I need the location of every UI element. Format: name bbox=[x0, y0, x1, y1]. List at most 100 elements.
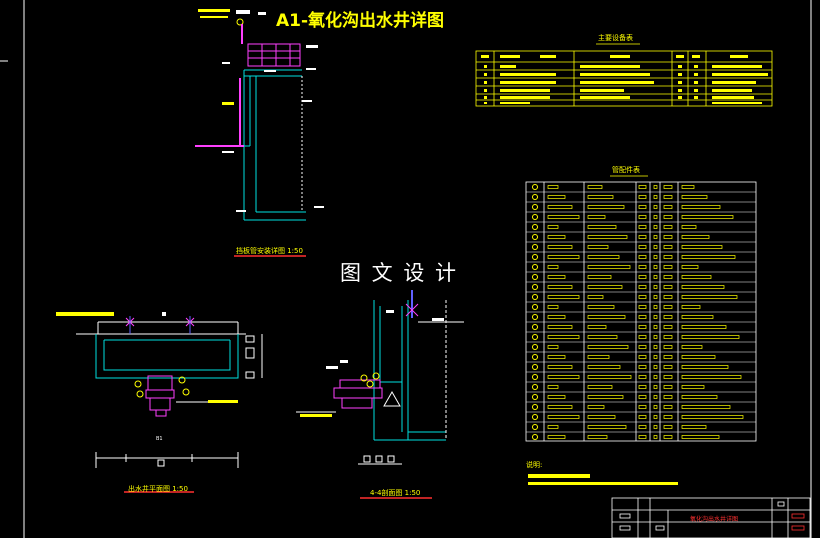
fittings-cell-text bbox=[587, 305, 615, 309]
fittings-cell-text bbox=[547, 235, 566, 239]
fittings-cell-text bbox=[663, 215, 673, 219]
fittings-row-index-mark bbox=[532, 404, 538, 410]
fittings-row-index-mark bbox=[532, 364, 538, 370]
fittings-cell-text bbox=[638, 265, 647, 269]
fittings-cell-text bbox=[681, 205, 721, 209]
fittings-cell-text bbox=[663, 265, 673, 269]
fittings-cell-text bbox=[547, 395, 566, 399]
fittings-cell-text bbox=[653, 435, 658, 439]
fittings-cell-text bbox=[547, 405, 573, 409]
fittings-cell-text bbox=[587, 345, 629, 349]
fittings-cell-text bbox=[663, 245, 673, 249]
fittings-cell-text bbox=[663, 275, 673, 279]
fittings-row-index-mark bbox=[532, 274, 538, 280]
fittings-cell-text bbox=[638, 355, 647, 359]
fittings-cell-text bbox=[681, 355, 716, 359]
fittings-cell-text bbox=[681, 325, 727, 329]
equipment-table-cells bbox=[481, 55, 768, 104]
fittings-row-index-mark bbox=[532, 214, 538, 220]
fittings-cell-text bbox=[653, 295, 658, 299]
equipment-table-title: 主要设备表 bbox=[598, 34, 633, 42]
fittings-cell-text bbox=[638, 405, 647, 409]
fittings-cell-text bbox=[653, 355, 658, 359]
fittings-row-index-mark bbox=[532, 264, 538, 270]
fittings-cell-text bbox=[587, 325, 607, 329]
fittings-cell-text bbox=[638, 215, 647, 219]
fittings-cell-text bbox=[547, 195, 566, 199]
fittings-cell-text bbox=[681, 435, 720, 439]
fittings-cell-text bbox=[653, 265, 658, 269]
fittings-cell-text bbox=[547, 425, 559, 429]
fittings-cell-text bbox=[547, 415, 580, 419]
fittings-cell-text bbox=[547, 265, 559, 269]
fittings-cell-text bbox=[547, 295, 580, 299]
fittings-cell-text bbox=[663, 345, 673, 349]
fittings-cell-text bbox=[653, 315, 658, 319]
fittings-cell-text bbox=[587, 255, 620, 259]
fittings-row-index-mark bbox=[532, 374, 538, 380]
drawing-title: A1-氧化沟出水井详图 bbox=[276, 11, 445, 31]
fittings-cell-text bbox=[653, 345, 658, 349]
fittings-cell-text bbox=[587, 385, 613, 389]
fittings-cell-text bbox=[638, 255, 647, 259]
fittings-cell-text bbox=[663, 395, 673, 399]
fittings-cell-text bbox=[547, 305, 559, 309]
fittings-cell-text bbox=[587, 285, 623, 289]
fittings-cell-text bbox=[663, 425, 673, 429]
fittings-table-title: 管配件表 bbox=[612, 166, 640, 174]
fittings-cell-text bbox=[653, 255, 658, 259]
fittings-cell-text bbox=[587, 315, 626, 319]
fittings-cell-text bbox=[681, 275, 712, 279]
fittings-cell-text bbox=[663, 195, 673, 199]
fittings-cell-text bbox=[681, 335, 740, 339]
fittings-cell-text bbox=[587, 425, 627, 429]
fittings-cell-text bbox=[547, 285, 573, 289]
fittings-cell-text bbox=[638, 295, 647, 299]
fittings-row-index-mark bbox=[532, 184, 538, 190]
fittings-cell-text bbox=[638, 285, 647, 289]
fittings-cell-text bbox=[653, 375, 658, 379]
fittings-row-index-mark bbox=[532, 204, 538, 210]
fittings-cell-text bbox=[663, 415, 673, 419]
fittings-cell-text bbox=[663, 365, 673, 369]
fittings-row-index-mark bbox=[532, 224, 538, 230]
fittings-row-index-mark bbox=[532, 304, 538, 310]
fittings-cell-text bbox=[638, 275, 647, 279]
fittings-cell-text bbox=[587, 265, 631, 269]
fittings-row-index-mark bbox=[532, 244, 538, 250]
fittings-cell-text bbox=[663, 205, 673, 209]
fittings-table bbox=[525, 175, 757, 442]
fittings-cell-text bbox=[653, 415, 658, 419]
section-4-4-view bbox=[296, 290, 464, 499]
equipment-table bbox=[475, 43, 773, 107]
fittings-cell-text bbox=[681, 215, 734, 219]
fittings-cell-text bbox=[547, 255, 580, 259]
fittings-cell-text bbox=[663, 335, 673, 339]
fittings-cell-text bbox=[681, 315, 714, 319]
fittings-cell-text bbox=[681, 385, 705, 389]
fittings-cell-text bbox=[653, 425, 658, 429]
fittings-row-index-mark bbox=[532, 254, 538, 260]
fittings-cell-text bbox=[681, 195, 708, 199]
fittings-cell-text bbox=[653, 235, 658, 239]
notes-heading: 说明: bbox=[526, 461, 543, 469]
fittings-cell-text bbox=[663, 435, 673, 439]
plan-label: B1 bbox=[156, 436, 163, 442]
fittings-row-index-mark bbox=[532, 194, 538, 200]
fittings-cell-text bbox=[547, 335, 580, 339]
fittings-cell-text bbox=[587, 335, 618, 339]
fittings-cell-text bbox=[587, 205, 625, 209]
fittings-cell-text bbox=[681, 285, 725, 289]
fittings-cell-text bbox=[653, 205, 658, 209]
fittings-cell-text bbox=[638, 365, 647, 369]
title-block bbox=[611, 497, 811, 538]
fittings-cell-text bbox=[653, 185, 658, 189]
fittings-cell-text bbox=[663, 375, 673, 379]
watermark: 图 文 设 计 bbox=[340, 261, 459, 285]
fittings-cell-text bbox=[681, 265, 699, 269]
fittings-cell-text bbox=[638, 245, 647, 249]
fittings-row-index-mark bbox=[532, 414, 538, 420]
fittings-cell-text bbox=[653, 225, 658, 229]
fittings-cell-text bbox=[587, 375, 632, 379]
fittings-cell-text bbox=[547, 385, 559, 389]
